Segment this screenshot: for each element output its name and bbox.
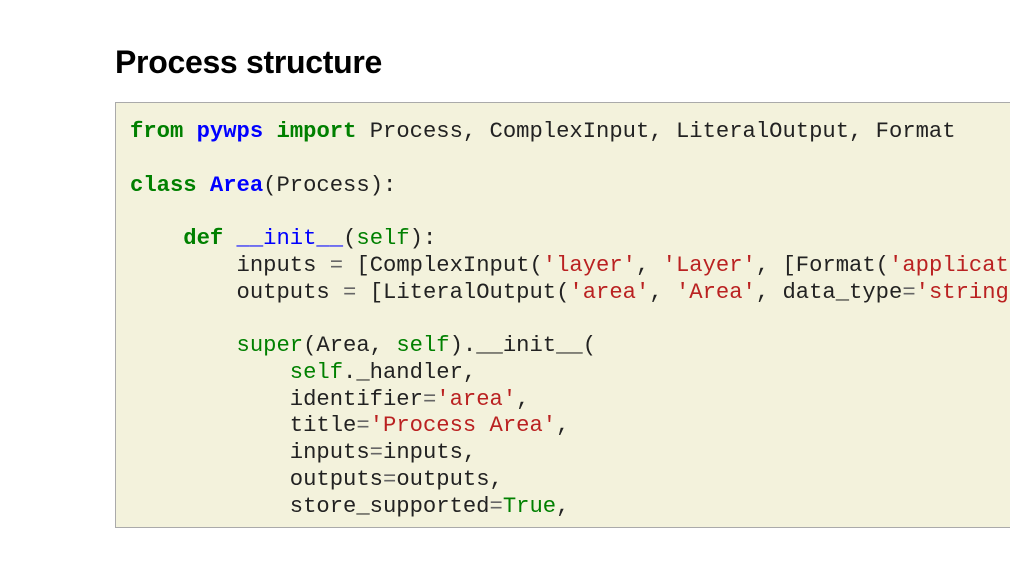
code-text: store_supported: [130, 493, 490, 519]
code-line: super(Area, self).__init__(: [130, 333, 597, 358]
code-line: class Area(Process):: [130, 173, 396, 198]
code-text: [ComplexInput(: [343, 252, 543, 278]
code-text: , data_type: [755, 279, 903, 305]
code-text: Process, ComplexInput, LiteralOutput, Fo…: [356, 119, 956, 144]
code-text: inputs,: [383, 440, 477, 465]
code-text: outputs: [130, 466, 383, 492]
operator: =: [329, 252, 344, 278]
code-line: from pywps import Process, ComplexInput,…: [130, 119, 956, 144]
code-text: [130, 226, 183, 251]
code-line: store_supported=True,: [130, 493, 570, 519]
string-literal: 'Layer': [662, 252, 756, 278]
keyword: from: [130, 119, 184, 144]
code-text: ):: [409, 226, 437, 251]
code-line: def __init__(self):: [130, 226, 436, 251]
string-literal: 'area': [569, 279, 650, 305]
operator: =: [382, 466, 397, 492]
code-text: (Process):: [263, 172, 397, 198]
code-text: title: [130, 413, 357, 439]
code-text: ,: [649, 279, 676, 305]
code-text: [183, 119, 196, 144]
string-literal: 'Process Area': [369, 413, 557, 439]
code-text: ,: [556, 413, 570, 439]
code-text: identifier: [130, 386, 423, 412]
code-text: (Area,: [303, 333, 397, 358]
builtin: True: [502, 493, 557, 519]
operator: =: [356, 413, 370, 439]
code-text: outputs,: [396, 466, 503, 492]
code-text: [130, 333, 237, 358]
code-line: title='Process Area',: [130, 413, 570, 439]
operator: =: [902, 279, 916, 305]
code-text: ,: [516, 386, 530, 412]
function-name: __init__: [236, 226, 344, 251]
builtin: self: [289, 359, 344, 385]
code-listing: from pywps import Process, ComplexInput,…: [130, 119, 1009, 520]
string-literal: 'layer': [542, 252, 636, 278]
operator: =: [422, 386, 437, 412]
code-text: inputs: [130, 440, 370, 465]
code-text: ,: [636, 252, 663, 278]
code-text: ._handler,: [343, 359, 477, 385]
code-line: inputs=inputs,: [130, 440, 476, 465]
string-literal: 'Area': [675, 279, 756, 305]
code-text: ,: [556, 493, 570, 519]
code-text: [LiteralOutput(: [356, 279, 570, 305]
string-literal: 'area': [436, 386, 517, 412]
slide-title: Process structure: [115, 44, 383, 80]
code-text: [223, 226, 236, 251]
code-text: [263, 119, 276, 144]
builtin: super: [236, 333, 304, 358]
operator: =: [343, 279, 357, 305]
code-text: outputs: [130, 279, 344, 305]
code-line: self._handler,: [130, 360, 476, 385]
code-text: inputs: [130, 252, 330, 278]
code-line: inputs = [ComplexInput('layer', 'Layer',…: [130, 253, 1009, 278]
builtin: self: [356, 226, 410, 251]
operator: =: [369, 440, 383, 465]
module-name: pywps: [196, 119, 264, 144]
code-text: ).__init__(: [449, 333, 597, 358]
builtin: self: [396, 333, 450, 358]
code-text: (: [343, 226, 357, 251]
code-line: outputs = [LiteralOutput('area', 'Area',…: [130, 280, 1009, 305]
code-text: [130, 360, 290, 385]
keyword: class: [130, 172, 197, 198]
code-block: from pywps import Process, ComplexInput,…: [115, 102, 1010, 528]
code-line: outputs=outputs,: [130, 467, 503, 492]
code-text: , [Format(: [755, 252, 889, 278]
code-text: [197, 173, 210, 198]
class-name: Area: [209, 172, 264, 198]
operator: =: [489, 493, 503, 519]
string-literal: 'string: [915, 279, 1009, 305]
keyword: def: [183, 226, 224, 251]
keyword: import: [276, 119, 357, 144]
string-literal: 'applicat: [889, 252, 1009, 278]
code-line: identifier='area',: [130, 386, 530, 412]
